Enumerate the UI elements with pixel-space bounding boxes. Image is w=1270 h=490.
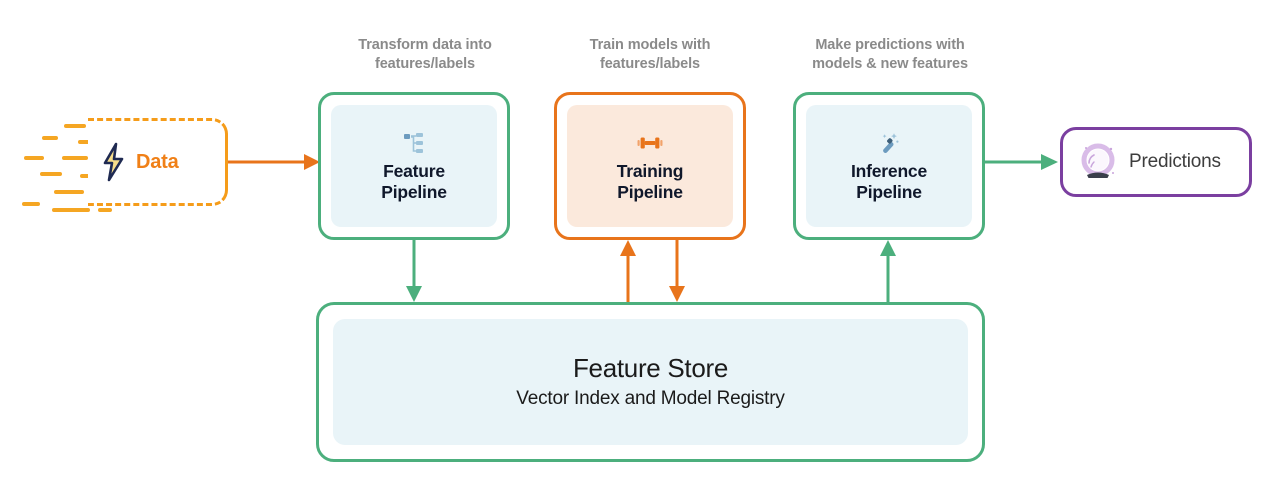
title-line-1: Feature [383,160,445,181]
node-feature-store[interactable]: Feature Store Vector Index and Model Reg… [316,302,985,462]
lightning-bolt-icon [96,142,130,182]
caption-line-1: Make predictions with [815,37,965,53]
node-predictions[interactable]: Predictions [1060,127,1252,197]
inference-pipeline-title: Inference Pipeline [851,161,927,203]
title-line-2: Pipeline [617,181,683,202]
caption-line-2: features/labels [599,56,701,72]
title-line-2: Pipeline [856,181,922,202]
dumbbell-icon [637,130,663,156]
feature-pipeline-title: Feature Pipeline [381,161,447,203]
connector-training-pipeline-to-store [663,240,703,304]
feature-store-title: Feature Store [572,353,729,383]
title-line-2: Pipeline [381,181,447,202]
magic-wand-icon [877,130,901,156]
title-line-1: Training [616,160,684,181]
caption-line-1: Train models with [589,37,711,53]
title-line-1: Inference [850,160,927,181]
caption-line-1: Transform data into [358,37,492,53]
caption-line-2: models & new features [812,56,968,72]
node-inference-pipeline[interactable]: Inference Pipeline [793,92,985,240]
caption-line-2: features/labels [374,56,476,72]
connector-inference-pipeline-to-predictions [985,140,1065,180]
connector-store-to-training-pipeline [614,240,654,304]
connector-data-to-feature-pipeline [228,140,323,180]
feature-store-subtitle: Vector Index and Model Registry [516,388,785,409]
connector-store-to-inference-pipeline [874,240,914,304]
crystal-ball-icon [1075,139,1121,185]
predictions-label: Predictions [1129,151,1221,172]
connector-feature-pipeline-to-store [400,240,440,304]
caption-feature-pipeline: Transform data into features/labels [330,36,520,74]
node-data[interactable]: Data [88,118,228,206]
data-label: Data [136,150,179,173]
node-training-pipeline[interactable]: Training Pipeline [554,92,746,240]
training-pipeline-title: Training Pipeline [616,160,684,203]
node-feature-pipeline[interactable]: Feature Pipeline [318,92,510,240]
hierarchy-icon [403,130,425,156]
caption-training-pipeline: Train models with features/labels [560,36,740,74]
caption-inference-pipeline: Make predictions with models & new featu… [790,36,990,74]
